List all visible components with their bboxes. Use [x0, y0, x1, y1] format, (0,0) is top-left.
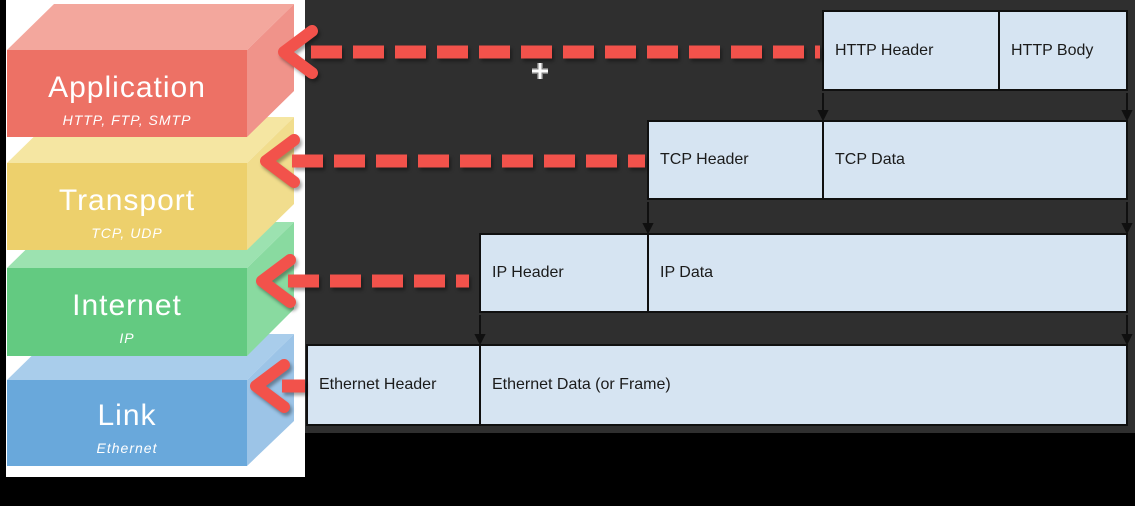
layer-title-transport: Transport	[58, 184, 196, 217]
tcp-data-cell: TCP Data	[835, 151, 905, 168]
layer-title-application: Application	[48, 71, 206, 104]
layer-title-internet: Internet	[72, 289, 182, 322]
ethernet-packet-row: Ethernet Header Ethernet Data (or Frame)	[306, 344, 1128, 426]
http-header-cell: HTTP Header	[824, 12, 1000, 89]
ethernet-header-cell: Ethernet Header	[308, 346, 481, 424]
http-packet-row: HTTP Header HTTP Body	[822, 10, 1128, 91]
tcp-packet-row: TCP Header TCP Data	[647, 120, 1128, 200]
ethernet-data-cell: Ethernet Data (or Frame)	[492, 376, 671, 393]
layer-subtitle-link: Ethernet	[96, 440, 158, 456]
layer-title-link: Link	[97, 399, 157, 432]
ip-packet-row: IP Header IP Data	[479, 233, 1128, 313]
ip-data-cell: IP Data	[660, 264, 714, 281]
http-body-cell: HTTP Body	[1011, 41, 1094, 59]
layer-subtitle-application: HTTP, FTP, SMTP	[62, 112, 192, 128]
layer-subtitle-internet: IP	[119, 330, 135, 346]
layer-subtitle-transport: TCP, UDP	[91, 225, 163, 241]
ip-header-cell: IP Header	[481, 235, 649, 311]
tcp-header-cell: TCP Header	[649, 122, 824, 198]
